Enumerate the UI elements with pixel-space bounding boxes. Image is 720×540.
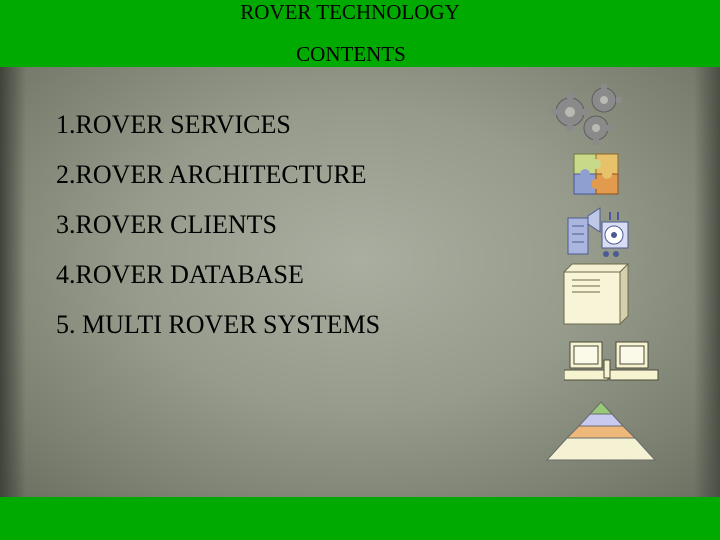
panel-right-edge xyxy=(694,67,720,497)
slide-title: ROVER TECHNOLOGY xyxy=(240,0,460,24)
contents-item-clients: 3.ROVER CLIENTS xyxy=(56,210,277,239)
contents-item-architecture: 2.ROVER ARCHITECTURE xyxy=(56,160,367,189)
gears-icon xyxy=(551,84,622,145)
panel-left-edge xyxy=(0,67,26,497)
slide-subtitle: CONTENTS xyxy=(296,42,406,66)
pyramid-icon xyxy=(545,401,657,461)
footer-bar xyxy=(0,497,720,540)
media-icon xyxy=(567,207,629,257)
contents-item-services: 1.ROVER SERVICES xyxy=(56,110,291,139)
contents-item-multi-rover: 5. MULTI ROVER SYSTEMS xyxy=(56,310,381,339)
server-icon xyxy=(562,262,630,326)
contents-item-database: 4.ROVER DATABASE xyxy=(56,260,304,289)
contents-list: 1.ROVER SERVICES 2.ROVER ARCHITECTURE 3.… xyxy=(56,110,380,360)
puzzle-icon xyxy=(573,153,619,195)
header-bar: ROVER TECHNOLOGY CONTENTS xyxy=(0,0,720,67)
computers-icon xyxy=(564,341,659,381)
